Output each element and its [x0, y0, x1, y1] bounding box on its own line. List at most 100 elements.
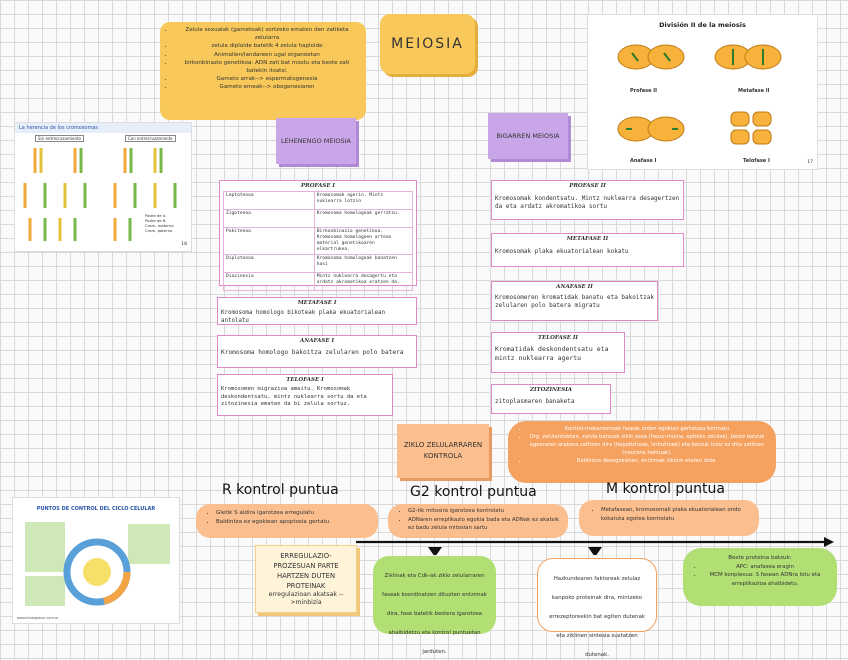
- intro-list: Zelula sexualak (gametoak) sortzeko emat…: [164, 26, 360, 92]
- phase-name-cell: Leptotenoa: [224, 192, 315, 210]
- phase-description-cell: Birkonbinazio genetikoa. Kromosoma homol…: [314, 228, 412, 255]
- phase-description-cell: Mintz nuklearra desagertu eta ardatz akr…: [314, 273, 412, 291]
- erregulazio-box: ERREGULAZIO-PROZESUAN PARTE HARTZEN DUTE…: [255, 545, 357, 613]
- beste-proteinak-note: Beste proteina batzuk: APC: anafasea era…: [683, 548, 837, 606]
- ziklo-kontrola-label: ZIKLO ZELULARRAREN KONTROLA: [401, 440, 485, 462]
- profase-ii-title: PROFASE II: [495, 183, 680, 189]
- telofase-ii-text: Kromatidak deskondentsatu eta mintz nukl…: [495, 345, 621, 363]
- intro-note: Zelula sexualak (gametoak) sortzeko emat…: [160, 22, 366, 120]
- metafase-ii-text: Kromosomak plaka ekuatorialean kokatu: [495, 248, 680, 256]
- profase-ii-card: PROFASE II Kromosomak kondentsatu. Mintz…: [491, 180, 684, 220]
- list-item: ADNaren erreplikazio egokia bada eta ADN…: [408, 516, 562, 533]
- bigarren-label: BIGARREN MEIOSIA: [496, 132, 559, 140]
- g2-kontrol-pill: G2-tik mitosira igarotzea kontrolatuADNa…: [388, 504, 568, 538]
- m-kontrol-title: M kontrol puntua: [606, 481, 725, 497]
- meiosis-cells-illustration: [588, 29, 819, 169]
- r-kontrol-pill: Gletik S aldira igarotzea erregulatuBald…: [196, 504, 378, 538]
- r-kontrol-list: Gletik S aldira igarotzea erregulatuBald…: [206, 509, 372, 527]
- herencia-legend: Padre de A Padre de B Crom. materno Crom…: [145, 213, 174, 233]
- erregulazio-sub: erregulazioan akatsak -->minbizia: [261, 591, 351, 607]
- g2-kontrol-title: G2 kontrol puntua: [410, 484, 537, 500]
- list-item: Baldintza desegokietan, entzimak ziklom …: [528, 457, 766, 465]
- anafase-ii-card: ANAFASE II Kromosomeren kromatidak banat…: [491, 281, 658, 321]
- beste-proteinak-head: Beste proteina batzuk:: [693, 554, 827, 563]
- telofase-i-title: TELOFASE I: [221, 377, 389, 383]
- m-kontrol-pill: Metafasean, kromosomak plaka ekuatoriale…: [579, 500, 759, 536]
- herencia-title: La herencia de los cromosomas: [15, 123, 191, 133]
- page-title: MEIOSIA: [391, 36, 464, 52]
- telofase-i-text: Kromosomen migrazioa amaitu. Kromosomak …: [221, 386, 389, 409]
- metafase-ii-title: METAFASE II: [495, 236, 680, 242]
- bigarren-meiosia-box: BIGARREN MEIOSIA: [488, 113, 568, 159]
- ziklinak-text: Ziklinak eta Cdk-ak ziklo zelularraren f…: [382, 573, 487, 655]
- anafase-ii-text: Kromosomeren kromatidak banatu eta bakoi…: [495, 294, 654, 310]
- metafase-i-text: Kromosoma homologo bikoteak plaka ekuato…: [221, 309, 413, 325]
- lehenengo-label: LEHENENGO MEIOSIA: [281, 137, 351, 145]
- metafase-ii-card: METAFASE II Kromosomak plaka ekuatoriale…: [491, 233, 684, 267]
- herencia-image: La herencia de los cromosomas Sin entrec…: [14, 122, 192, 252]
- beste-proteinak-list: APC: anafasea eraginMCM konplexua: S fas…: [693, 563, 827, 589]
- metafase-i-card: METAFASE I Kromosoma homologo bikoteak p…: [217, 297, 417, 325]
- erregulazio-title: ERREGULAZIO-PROZESUAN PARTE HARTZEN DUTE…: [261, 551, 351, 591]
- ziklo-kontrola-box: ZIKLO ZELULARRAREN KONTROLA: [397, 424, 489, 478]
- phase-name-cell: Pakitenoa: [224, 228, 315, 255]
- ciclo-image-footer: www.biologiasur.com.ar: [17, 616, 59, 620]
- phase-description-cell: Kromosomak agerin. Mintz nuklearra lotzi…: [314, 192, 412, 210]
- list-item: MCM konplexua: S fasean ADNra lotu eta e…: [703, 571, 827, 588]
- page-number: 18: [181, 242, 187, 247]
- list-item: Zelula sexualak (gametoak) sortzeko emat…: [174, 26, 360, 42]
- list-item: APC: anafasea eragin: [703, 563, 827, 572]
- lehenengo-meiosia-box: LEHENENGO MEIOSIA: [276, 118, 356, 164]
- meiosis-image-title: División II de la meiosis: [588, 21, 817, 29]
- r-kontrol-title: R kontrol puntua: [222, 482, 339, 498]
- kontrol-intro-list: Kontrol-mekanismoak faseak orden egokian…: [518, 425, 766, 465]
- list-item: Gameto emeak--> obogenesiaren: [174, 83, 360, 91]
- list-item: Baldintza ez egokiean apoptosia gertatu: [216, 518, 372, 527]
- hazkunde-text: Hazkundearen faktoreak zelulaz kanpoko p…: [549, 576, 645, 658]
- list-item: Org. zelulanitzetan, zelula batzuek zikl…: [528, 433, 766, 457]
- legend-item: Crom. paterno: [145, 228, 174, 233]
- telofase-ii-card: TELOFASE II Kromatidak deskondentsatu et…: [491, 332, 625, 373]
- list-item: zelula diploide batetik 4 zelula haploid…: [174, 42, 360, 50]
- list-item: Kontrol-mekanismoak faseak orden egokian…: [528, 425, 766, 433]
- ciclo-image-title: PUNTOS DE CONTROL DEL CICLO CELULAR: [13, 506, 179, 512]
- chromosome-illustration: [15, 143, 193, 253]
- kontrol-intro-note: Kontrol-mekanismoak faseak orden egokian…: [508, 421, 776, 483]
- telofase-ii-title: TELOFASE II: [495, 335, 621, 341]
- phase-description-cell: Kromosoma homologoak banatzen hasi: [314, 255, 412, 273]
- telofase-i-card: TELOFASE I Kromosomen migrazioa amaitu. …: [217, 374, 393, 416]
- profase-i-title: PROFASE I: [223, 183, 413, 189]
- zitozinesia-text: zitoplasmaren banaketa: [495, 398, 607, 406]
- anafase-i-title: ANAFASE I: [221, 338, 413, 344]
- list-item: birkonbinazio genetikoa: ADN zati bat mo…: [174, 59, 360, 75]
- label-sin: Sin entrecruzamiento: [35, 135, 84, 142]
- phase-name-cell: Zigotenoa: [224, 210, 315, 228]
- profase-ii-text: Kromosomak kondentsatu. Mintz nuklearra …: [495, 195, 680, 211]
- m-kontrol-list: Metafasean, kromosomak plaka ekuatoriale…: [591, 506, 751, 523]
- hazkunde-note: Hazkundearen faktoreak zelulaz kanpoko p…: [537, 558, 657, 632]
- metafase-i-title: METAFASE I: [221, 300, 413, 306]
- ziklinak-note: Ziklinak eta Cdk-ak ziklo zelularraren f…: [373, 556, 496, 634]
- label-anafase: Anafase I: [630, 158, 656, 164]
- phase-name-cell: Diazinesia: [224, 273, 315, 291]
- anafase-i-card: ANAFASE I Kromosoma homologo bakoitza ze…: [217, 335, 417, 368]
- anafase-ii-title: ANAFASE II: [495, 284, 654, 290]
- title-box: MEIOSIA: [380, 14, 475, 74]
- label-con: Con entrecruzamiento: [125, 135, 176, 142]
- zitozinesia-card: ZITOZINESIA zitoplasmaren banaketa: [491, 384, 611, 414]
- table-row: DiplotenoaKromosoma homologoak banatzen …: [224, 255, 413, 273]
- zitozinesia-title: ZITOZINESIA: [495, 387, 607, 393]
- list-item: Metafasean, kromosomak plaka ekuatoriale…: [601, 506, 751, 523]
- list-item: Gameto arrak--> espermatogenesia: [174, 75, 360, 83]
- phase-name-cell: Diplotenoa: [224, 255, 315, 273]
- cell-cycle-illustration: [13, 516, 181, 616]
- page-number: 17: [807, 160, 813, 165]
- g2-kontrol-list: G2-tik mitosira igarotzea kontrolatuADNa…: [398, 507, 562, 533]
- list-item: Gletik S aldira igarotzea erregulatu: [216, 509, 372, 518]
- ciclo-celular-image: PUNTOS DE CONTROL DEL CICLO CELULAR www.…: [12, 497, 180, 624]
- anafase-i-text: Kromosoma homologo bakoitza zelularen po…: [221, 349, 413, 357]
